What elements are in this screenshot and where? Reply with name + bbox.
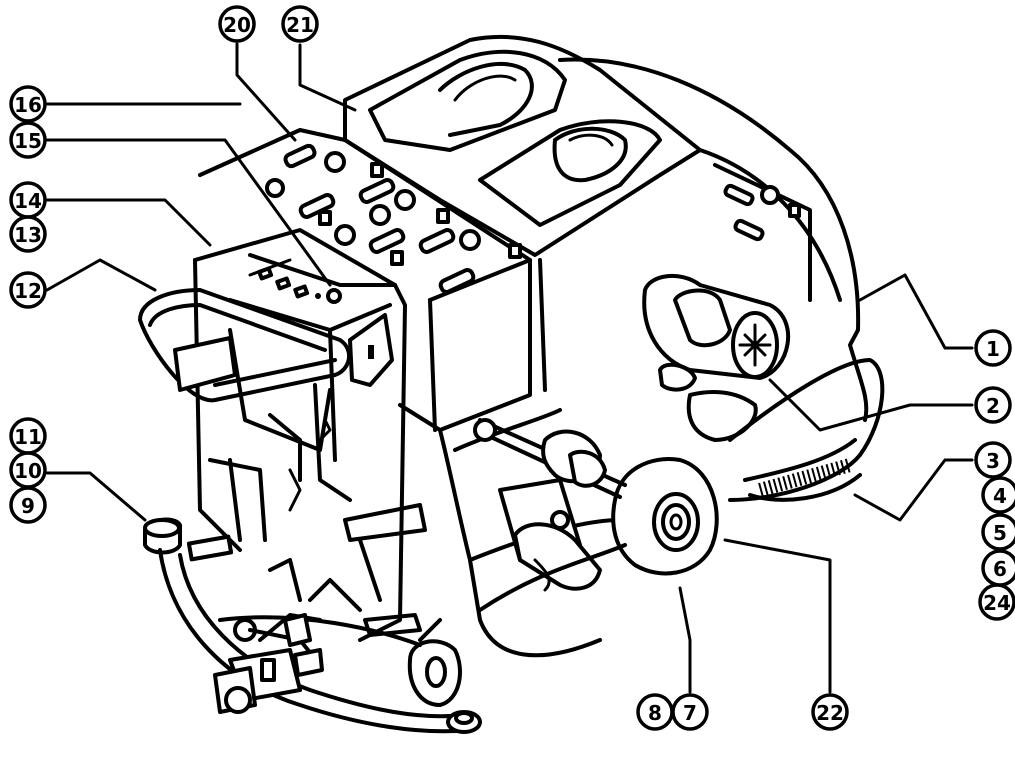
leader-lines (45, 42, 974, 694)
scrub-deck (728, 358, 885, 502)
control-console (138, 228, 427, 642)
drive-motor (478, 478, 627, 612)
callout-6: 6 (981, 549, 1015, 587)
svg-text:2: 2 (986, 394, 1000, 418)
svg-text:22: 22 (816, 701, 844, 725)
callout-12: 12 (9, 271, 47, 309)
svg-text:9: 9 (21, 494, 35, 518)
svg-text:8: 8 (648, 701, 662, 725)
callout-1: 1 (974, 329, 1012, 367)
callout-22: 22 (811, 693, 849, 731)
callout-24: 24 (978, 583, 1015, 621)
svg-text:16: 16 (14, 93, 42, 117)
machine-body (198, 34, 869, 658)
svg-text:20: 20 (223, 13, 251, 37)
svg-text:24: 24 (983, 591, 1011, 615)
svg-text:11: 11 (14, 425, 42, 449)
callout-10: 10 (9, 451, 47, 489)
callout-13: 13 (9, 215, 47, 253)
callout-8: 8 (636, 693, 674, 731)
svg-text:21: 21 (286, 13, 314, 37)
callout-14: 14 (9, 181, 47, 219)
callout-21: 21 (281, 5, 319, 43)
rear-battery-block (713, 163, 812, 302)
callout-3: 3 (974, 441, 1012, 479)
callout-2: 2 (974, 386, 1012, 424)
svg-text:4: 4 (993, 484, 1007, 508)
callout-15: 15 (9, 121, 47, 159)
brush-motor (642, 273, 790, 442)
svg-text:6: 6 (993, 557, 1007, 581)
callout-5: 5 (981, 513, 1015, 551)
svg-text:1: 1 (986, 337, 1000, 361)
rear-wheel (473, 418, 719, 576)
callout-9: 9 (9, 486, 47, 524)
callout-7: 7 (671, 693, 709, 731)
svg-text:7: 7 (683, 701, 697, 725)
svg-text:15: 15 (14, 129, 42, 153)
callouts: 20 21 16 15 14 13 12 11 (9, 5, 1015, 731)
callout-11: 11 (9, 417, 47, 455)
front-caster (407, 618, 462, 707)
svg-text:3: 3 (986, 449, 1000, 473)
svg-text:10: 10 (14, 459, 42, 483)
callout-16: 16 (9, 85, 47, 123)
svg-text:14: 14 (14, 189, 42, 213)
svg-text:12: 12 (14, 279, 42, 303)
callout-4: 4 (981, 476, 1015, 514)
callout-20: 20 (218, 5, 256, 43)
svg-text:13: 13 (14, 223, 42, 247)
squeegee (143, 517, 482, 734)
svg-text:5: 5 (993, 521, 1007, 545)
battery-terminals (265, 143, 522, 294)
